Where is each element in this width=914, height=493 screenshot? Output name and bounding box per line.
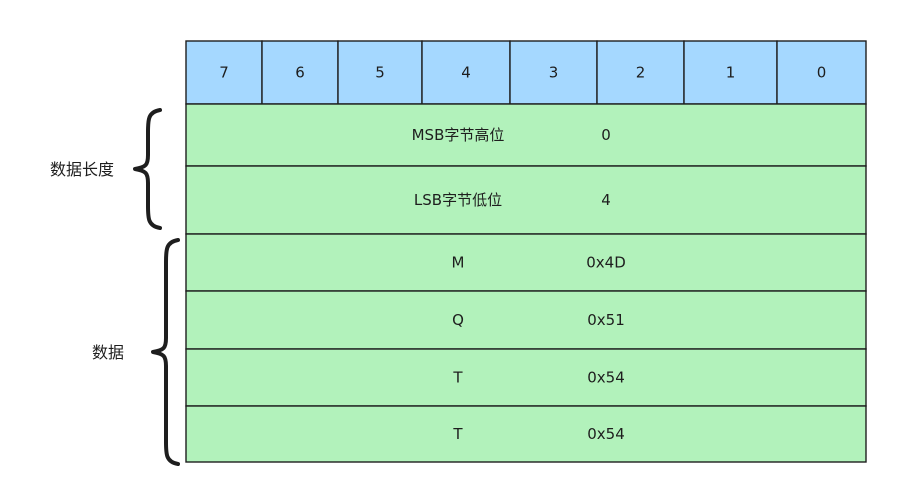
group-label-data: 数据 bbox=[92, 343, 124, 362]
bit-header-row: 7 6 5 4 3 2 1 0 bbox=[185, 40, 867, 105]
bit-label-5: 5 bbox=[375, 64, 385, 82]
group-label-data-length: 数据长度 bbox=[50, 160, 114, 179]
row-label: T bbox=[452, 369, 463, 387]
bit-cell-4: 4 bbox=[421, 40, 511, 105]
bit-cell-7: 7 bbox=[185, 40, 263, 105]
row-value: 0 bbox=[601, 126, 611, 144]
row-data-q: Q 0x51 bbox=[185, 290, 867, 350]
row-length-lsb: LSB字节低位 4 bbox=[185, 165, 867, 235]
row-label: LSB字节低位 bbox=[414, 191, 502, 209]
bit-label-6: 6 bbox=[295, 64, 305, 82]
row-label: T bbox=[452, 425, 463, 443]
row-value: 4 bbox=[601, 191, 611, 209]
bit-cell-5: 5 bbox=[337, 40, 423, 105]
frame-rows: MSB字节高位 0 LSB字节低位 4 M 0x4D Q 0x51 T 0x54… bbox=[185, 103, 867, 463]
bit-label-2: 2 bbox=[636, 64, 646, 82]
bit-label-0: 0 bbox=[817, 64, 827, 82]
row-data-t2: T 0x54 bbox=[185, 405, 867, 463]
row-label: M bbox=[452, 254, 465, 272]
bit-cell-2: 2 bbox=[596, 40, 685, 105]
row-value: 0x51 bbox=[587, 311, 625, 329]
curly-brace-icon bbox=[151, 238, 180, 466]
row-value: 0x54 bbox=[587, 425, 625, 443]
curly-brace-icon bbox=[133, 108, 162, 230]
row-data-t1: T 0x54 bbox=[185, 348, 867, 407]
row-value: 0x4D bbox=[586, 254, 626, 272]
row-data-m: M 0x4D bbox=[185, 233, 867, 292]
bit-cell-1: 1 bbox=[683, 40, 778, 105]
bit-label-4: 4 bbox=[461, 64, 471, 82]
bit-label-7: 7 bbox=[219, 64, 229, 82]
row-value: 0x54 bbox=[587, 369, 625, 387]
group-data-length: 数据长度 bbox=[50, 108, 162, 230]
row-label: MSB字节高位 bbox=[412, 126, 505, 144]
row-label: Q bbox=[452, 311, 464, 329]
row-length-msb: MSB字节高位 0 bbox=[185, 103, 867, 167]
bit-cell-0: 0 bbox=[776, 40, 867, 105]
bit-cell-3: 3 bbox=[509, 40, 598, 105]
group-data: 数据 bbox=[92, 238, 180, 466]
bit-label-3: 3 bbox=[549, 64, 559, 82]
bit-label-1: 1 bbox=[726, 64, 736, 82]
bit-cell-6: 6 bbox=[261, 40, 339, 105]
